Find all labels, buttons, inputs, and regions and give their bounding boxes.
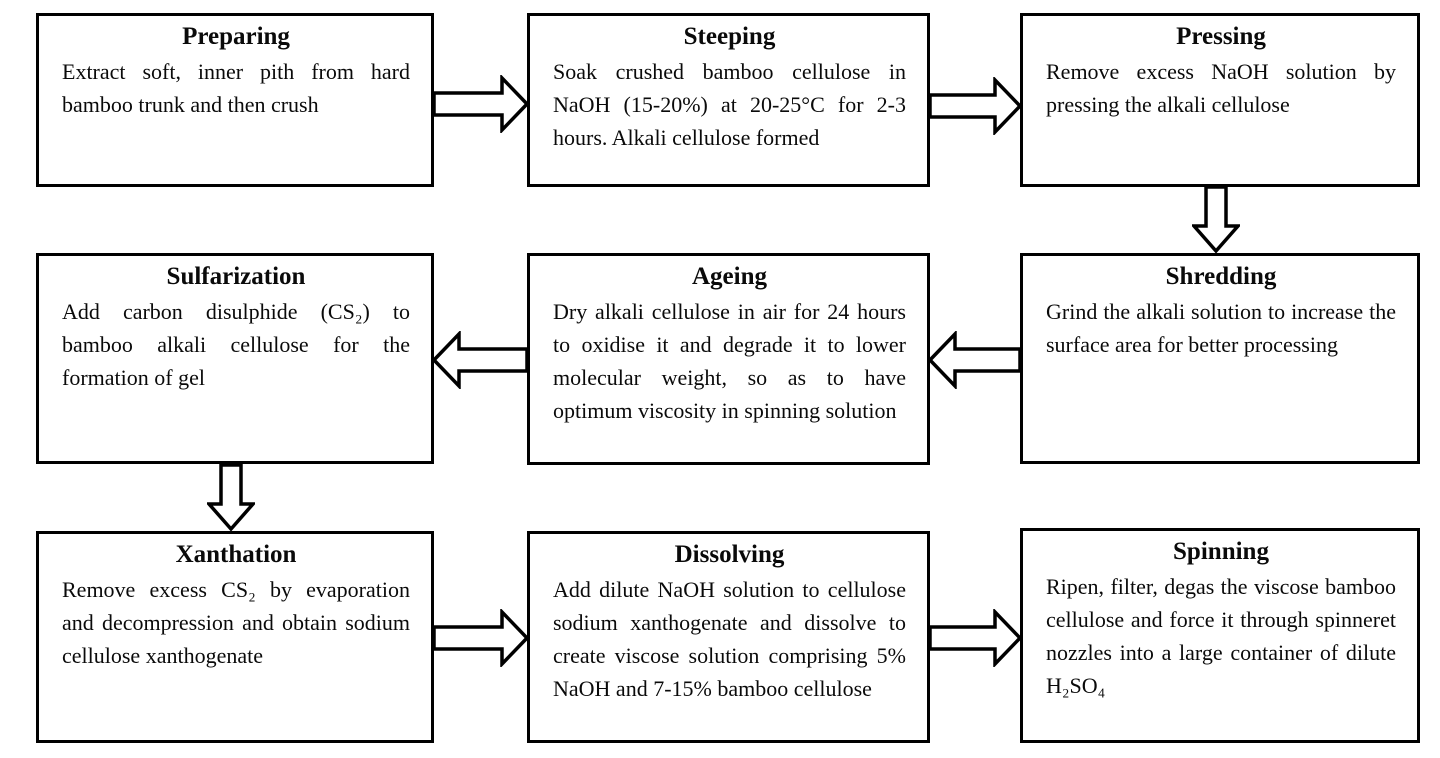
step-box-pressing: Pressing Remove excess NaOH solution by … [1020, 13, 1420, 187]
step-description-preparing: Extract soft, inner pith from hard bambo… [62, 59, 410, 117]
flow-arrow-ageing-to-sulfarization [432, 331, 529, 389]
step-title-xanthation: Xanthation [175, 541, 297, 568]
flow-arrow-xanthation-to-dissolving [432, 609, 529, 667]
flow-arrow-pressing-to-shredding [1192, 185, 1240, 254]
right-arrow-icon [928, 609, 1022, 667]
step-description-ageing: Dry alkali cellulose in air for 24 hours… [553, 299, 906, 423]
step-title-spinning: Spinning [1173, 538, 1269, 565]
step-title-pressing: Pressing [1176, 23, 1266, 50]
step-box-ageing: Ageing Dry alkali cellulose in air for 2… [527, 253, 930, 465]
down-arrow-icon [207, 463, 255, 532]
step-box-preparing: Preparing Extract soft, inner pith from … [36, 13, 434, 187]
step-description-pressing: Remove excess NaOH solution by pressing … [1046, 59, 1396, 117]
step-description-sulfarization: Add carbon disulphide (CS₂) to bamboo al… [62, 299, 410, 390]
step-description-dissolving: Add dilute NaOH solution to cellulose so… [553, 577, 906, 701]
flow-arrow-steeping-to-pressing [928, 77, 1022, 135]
left-arrow-icon [928, 331, 1022, 389]
flow-arrow-sulfarization-to-xanthation [207, 463, 255, 532]
flow-arrow-preparing-to-steeping [432, 75, 529, 133]
step-box-dissolving: Dissolving Add dilute NaOH solution to c… [527, 531, 930, 743]
step-title-shredding: Shredding [1165, 263, 1277, 290]
right-arrow-icon [432, 75, 529, 133]
step-title-preparing: Preparing [182, 23, 290, 50]
flow-arrow-shredding-to-ageing [928, 331, 1022, 389]
step-title-sulfarization: Sulfarization [166, 263, 306, 290]
flow-arrow-dissolving-to-spinning [928, 609, 1022, 667]
down-arrow-icon [1192, 185, 1240, 254]
step-description-spinning: Ripen, filter, degas the viscose bamboo … [1046, 574, 1396, 698]
step-description-xanthation: Remove excess CS₂ by evaporation and dec… [62, 577, 410, 668]
step-description-shredding: Grind the alkali solution to increase th… [1046, 299, 1396, 357]
step-title-steeping: Steeping [683, 23, 776, 50]
step-box-sulfarization: Sulfarization Add carbon disulphide (CS₂… [36, 253, 434, 464]
step-box-shredding: Shredding Grind the alkali solution to i… [1020, 253, 1420, 464]
step-title-ageing: Ageing [692, 263, 767, 290]
step-title-dissolving: Dissolving [674, 541, 785, 568]
step-box-steeping: Steeping Soak crushed bamboo cellulose i… [527, 13, 930, 187]
step-box-xanthation: Xanthation Remove excess CS₂ by evaporat… [36, 531, 434, 743]
right-arrow-icon [928, 77, 1022, 135]
step-box-spinning: Spinning Ripen, filter, degas the viscos… [1020, 528, 1420, 743]
step-description-steeping: Soak crushed bamboo cellulose in NaOH (1… [553, 59, 906, 150]
left-arrow-icon [432, 331, 529, 389]
right-arrow-icon [432, 609, 529, 667]
